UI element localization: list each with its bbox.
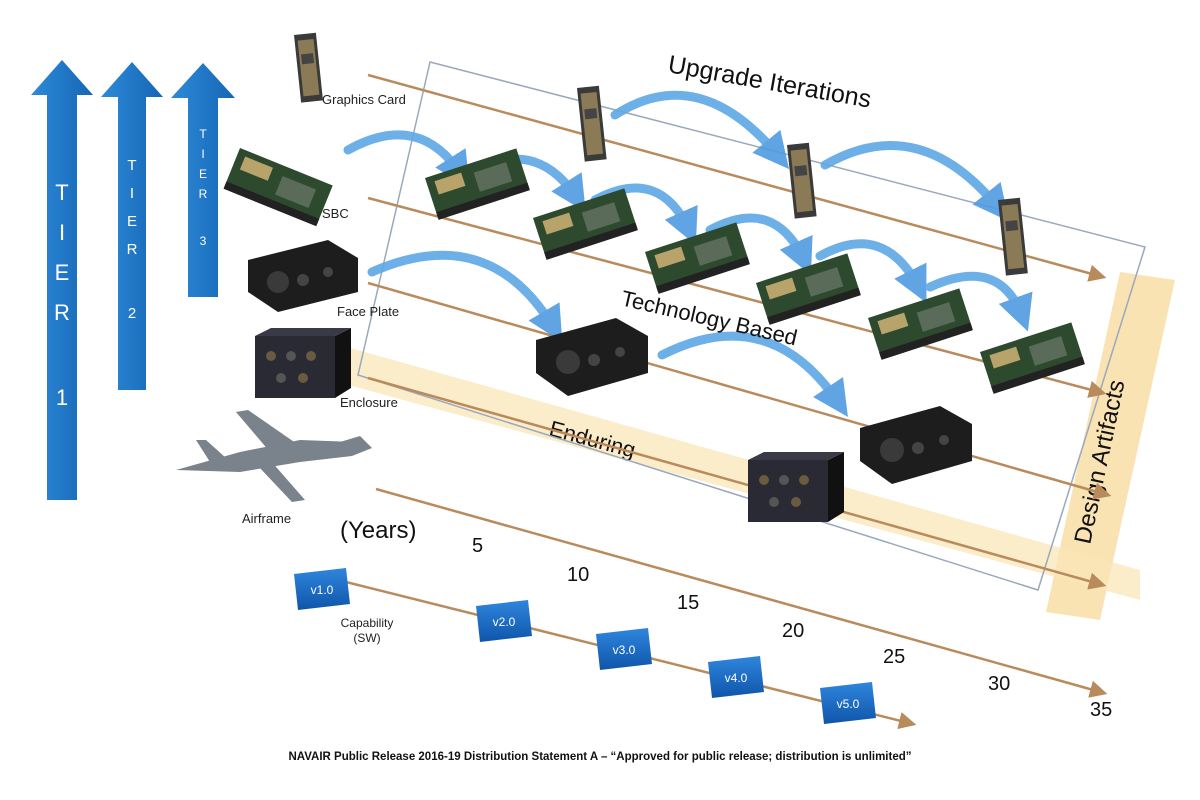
version-box: v1.0 — [294, 568, 350, 610]
version-label: v4.0 — [725, 671, 748, 685]
upgrade-arc — [925, 271, 1033, 332]
tier-1-arrow: T I E R 1 — [31, 60, 93, 500]
enclosure-timeline — [367, 376, 1107, 590]
upgrade-arc — [657, 331, 848, 417]
face-plate-icon — [860, 406, 972, 484]
year-tick: 35 — [1090, 699, 1112, 721]
tier-2-arrow: T I E R 2 — [101, 62, 163, 390]
face-plates — [248, 240, 972, 484]
tier-2-char: E — [127, 213, 137, 230]
face-plate-timeline — [367, 281, 1112, 500]
sbc-board-icon — [223, 148, 333, 227]
sbc-board-icon — [756, 253, 861, 325]
airframe-label: Airframe — [242, 511, 291, 526]
face-plate-icon — [248, 240, 358, 312]
upgrade-arc — [705, 213, 813, 276]
timeline-arrows — [329, 73, 1112, 730]
tier-2-char: R — [127, 241, 138, 258]
version-label: v2.0 — [493, 615, 516, 629]
year-tick: 5 — [472, 535, 483, 557]
tier-1-char: R — [54, 300, 70, 325]
airframe-timeline — [375, 487, 1108, 698]
upgrade-iterations-label: Upgrade Iterations — [666, 50, 873, 113]
tier-2-char: T — [127, 157, 136, 174]
tier-3-char: 3 — [200, 234, 207, 248]
tier-2-char: I — [130, 185, 134, 202]
sbc-timeline — [367, 196, 1107, 398]
public-release-footer: NAVAIR Public Release 2016-19 Distributi… — [288, 751, 912, 763]
graphics-card-icon — [577, 85, 607, 162]
sbc-board-icon — [980, 322, 1085, 394]
tier-3-char: T — [199, 127, 207, 141]
graphics-card-icon — [294, 32, 323, 103]
tier-2-char: 2 — [128, 305, 136, 322]
upgrade-arc — [610, 90, 790, 170]
sbc-board-icon — [868, 288, 973, 360]
tier-1-char: T — [55, 180, 68, 205]
version-label: v5.0 — [837, 697, 860, 711]
graphics-card-icon — [787, 142, 817, 219]
tier-3-arrow: T I E R 3 — [171, 63, 235, 297]
graphics-card-icon — [998, 197, 1028, 276]
year-tick: 20 — [782, 620, 804, 642]
upgrade-arc — [343, 130, 470, 189]
sbc-boards — [223, 148, 1085, 394]
sbc-label: SBC — [322, 206, 349, 221]
year-tick: 30 — [988, 673, 1010, 695]
version-box: v4.0 — [708, 656, 764, 698]
version-box: v2.0 — [476, 600, 532, 642]
enclosures — [255, 328, 844, 522]
upgrade-arcs — [343, 90, 1033, 417]
tier-1-char: E — [55, 260, 70, 285]
face-plate-icon — [536, 318, 648, 396]
year-tick: 15 — [677, 592, 699, 614]
upgrade-arc — [367, 250, 563, 343]
version-boxes: v1.0 v2.0 v3.0 v4.0 v5.0 — [294, 568, 876, 724]
version-box: v3.0 — [596, 628, 652, 670]
version-label: v1.0 — [311, 583, 334, 597]
capability-label: Capability — [341, 616, 394, 630]
upgrade-arc — [820, 141, 1010, 222]
version-box: v5.0 — [820, 682, 876, 724]
tier-1-char: I — [59, 220, 65, 245]
face-plate-label: Face Plate — [337, 304, 399, 319]
tier-1-char: 1 — [56, 385, 68, 410]
graphics-card-timeline — [367, 73, 1107, 282]
upgrade-arc — [815, 239, 927, 303]
enclosure-icon — [748, 452, 844, 522]
jet-icon — [176, 410, 372, 502]
graphics-card-images — [294, 32, 1028, 276]
version-label: v3.0 — [613, 643, 636, 657]
graphics-card-label: Graphics Card — [322, 92, 406, 107]
tier-3-char: E — [199, 167, 207, 181]
sbc-board-icon — [645, 222, 750, 294]
year-tick: 10 — [567, 564, 589, 586]
capability-sublabel: (SW) — [353, 631, 380, 645]
sbc-board-icon — [425, 148, 530, 220]
enclosure-icon — [255, 328, 351, 398]
years-unit-label: (Years) — [340, 517, 416, 544]
year-tick: 25 — [883, 646, 905, 668]
tier-3-char: I — [201, 147, 204, 161]
sbc-board-icon — [533, 188, 638, 260]
enclosure-label: Enclosure — [340, 395, 398, 410]
tier-3-char: R — [199, 187, 208, 201]
